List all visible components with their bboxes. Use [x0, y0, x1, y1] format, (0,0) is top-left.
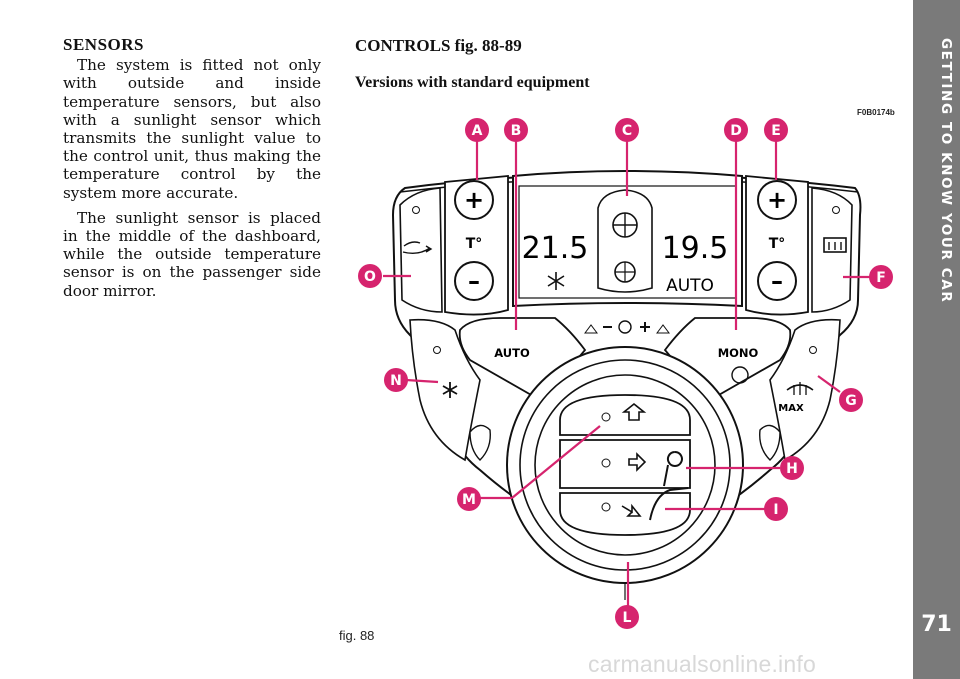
- chapter-title: GETTING TO KNOW YOUR CAR: [913, 0, 960, 600]
- mono-label: MONO: [718, 346, 759, 360]
- callout-d: D: [724, 118, 748, 142]
- svg-text:D: D: [730, 123, 742, 139]
- left-temp-label: T°: [466, 236, 483, 252]
- chapter-sidebar: GETTING TO KNOW YOUR CAR: [913, 0, 960, 679]
- plus-symbol: +: [464, 186, 484, 214]
- svg-text:E: E: [771, 123, 781, 139]
- left-temp-minus-button[interactable]: [454, 261, 494, 301]
- svg-text:C: C: [622, 123, 632, 139]
- page-number: 71: [921, 612, 952, 637]
- callout-b: B: [504, 118, 528, 142]
- air-front-icon: [628, 452, 647, 472]
- sensors-heading: SENSORS: [63, 35, 144, 54]
- windscreen-defrost-max-icon: [786, 382, 814, 395]
- display-mode-readout: AUTO: [666, 276, 714, 296]
- callouts: A B C D E F G H I L M N O: [358, 118, 893, 629]
- svg-text:F: F: [876, 270, 886, 286]
- right-temp-plus-button[interactable]: [757, 180, 797, 220]
- svg-text:A: A: [472, 123, 483, 139]
- compressor-snowflake-icon: [547, 272, 565, 290]
- fan-icon: [731, 366, 749, 384]
- air-feet-icon: [621, 503, 642, 517]
- left-temp-readout: 21.5: [522, 231, 589, 266]
- plus-symbol: +: [767, 186, 787, 214]
- svg-text:N: N: [390, 373, 402, 389]
- callout-i: I: [764, 497, 788, 521]
- air-up-icon: [621, 402, 647, 421]
- svg-text:O: O: [364, 269, 376, 285]
- callout-g: G: [839, 388, 863, 412]
- figure-caption: fig. 88: [339, 628, 375, 643]
- minus-symbol: –: [468, 267, 480, 295]
- rear-defrost-icon: [823, 237, 847, 253]
- sensors-paragraph: The system is fitted not only with outsi…: [63, 56, 321, 202]
- recirculation-icon: [402, 241, 433, 255]
- callout-l: L: [615, 605, 639, 629]
- callout-f: F: [869, 265, 893, 289]
- svg-text:G: G: [845, 393, 857, 409]
- compressor-snowflake-icon: [442, 382, 458, 398]
- right-temp-label: T°: [769, 236, 786, 252]
- right-temp-minus-button[interactable]: [757, 261, 797, 301]
- controls-heading: CONTROLS fig. 88-89: [355, 36, 522, 55]
- callout-n: N: [384, 368, 408, 392]
- svg-text:I: I: [773, 502, 778, 518]
- callout-leaders: [383, 141, 870, 607]
- fan-speed-indicator: [584, 320, 670, 334]
- left-temp-plus-button[interactable]: [454, 180, 494, 220]
- figure-code: F0B0174b: [857, 108, 895, 117]
- climate-control-diagram: + T° – 21.5 19.5 AUTO + T° – AUTO MONO: [355, 115, 900, 634]
- svg-text:GETTING TO KNOW YOUR CAR: GETTING TO KNOW YOUR CAR: [938, 38, 954, 303]
- air-feet-button[interactable]: [559, 492, 691, 536]
- sensors-paragraph: The sunlight sensor is placed in the mid…: [63, 208, 321, 300]
- sensors-section: SENSORS The system is fitted not only wi…: [63, 35, 321, 300]
- auto-label: AUTO: [494, 346, 530, 360]
- air-up-button[interactable]: [559, 394, 691, 436]
- svg-text:H: H: [786, 461, 798, 477]
- passenger-seat-icon: [649, 451, 689, 521]
- callout-c: C: [615, 118, 639, 142]
- callout-o: O: [358, 264, 382, 288]
- svg-text:B: B: [511, 123, 522, 139]
- air-front-button[interactable]: [559, 439, 691, 489]
- callout-a: A: [465, 118, 489, 142]
- recirculation-button[interactable]: [399, 187, 443, 313]
- svg-text:L: L: [623, 610, 632, 626]
- right-temp-readout: 19.5: [662, 231, 729, 266]
- max-label: MAX: [778, 403, 804, 414]
- watermark: carmanualsonline.info: [588, 651, 816, 677]
- controls-subheading: Versions with standard equipment: [355, 74, 590, 91]
- rear-defrost-button[interactable]: [811, 187, 853, 313]
- svg-text:M: M: [462, 492, 476, 508]
- callout-m: M: [457, 487, 481, 511]
- minus-symbol: –: [771, 267, 783, 295]
- callout-h: H: [780, 456, 804, 480]
- callout-e: E: [764, 118, 788, 142]
- controls-section: CONTROLS fig. 88-89 Versions with standa…: [355, 36, 895, 92]
